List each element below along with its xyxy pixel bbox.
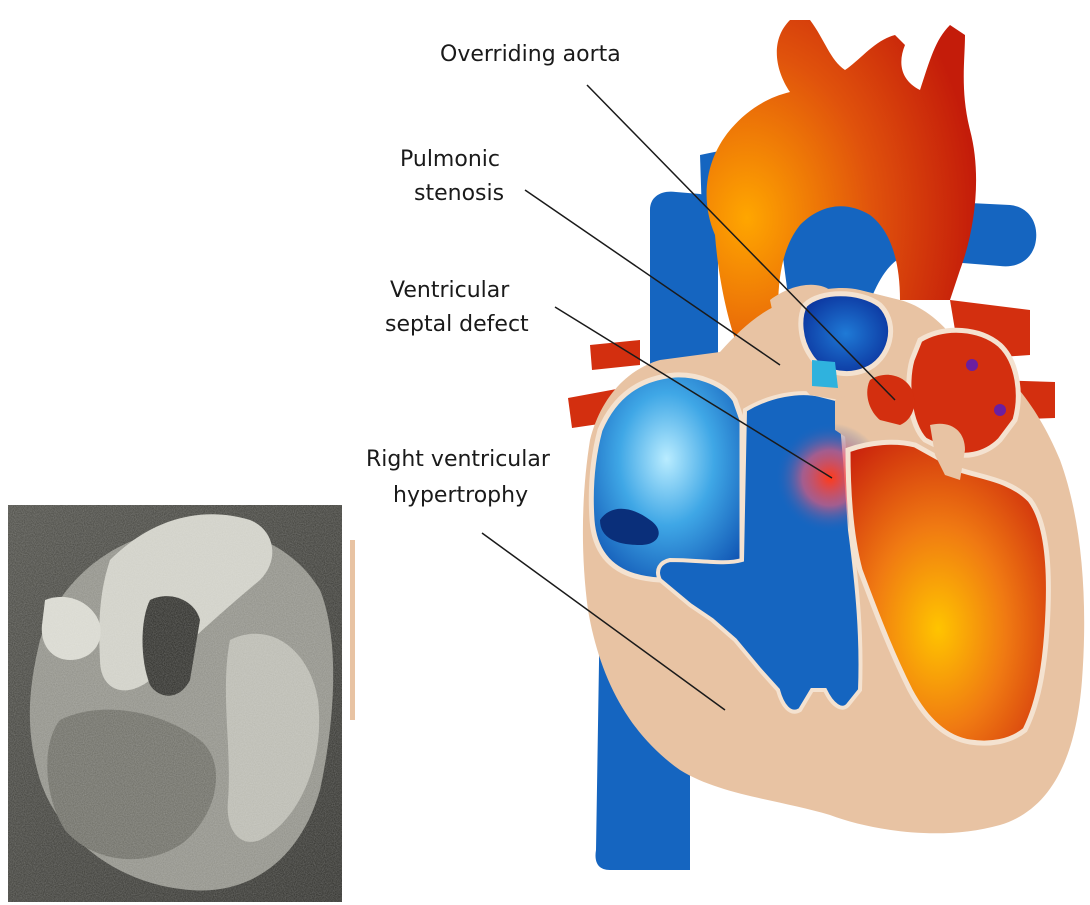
label-pulmonic-stenosis-line1: Pulmonic [400, 147, 500, 172]
label-pulmonic-stenosis-line2: stenosis [414, 181, 504, 206]
label-rvh-line2: hypertrophy [393, 483, 528, 508]
la-vein-dot-2 [994, 404, 1006, 416]
pulmonic-stenosis-narrowing [812, 360, 838, 388]
label-rvh-line1: Right ventricular [366, 447, 551, 472]
specimen-photograph [8, 505, 342, 902]
label-overriding-aorta: Overriding aorta [440, 42, 621, 67]
left-atrium [909, 330, 1018, 455]
label-vsd-line2: septal defect [385, 312, 529, 337]
label-vsd-line1: Ventricular [390, 278, 510, 303]
diagram-edge-strip [350, 540, 355, 720]
right-atrium [591, 375, 742, 585]
heart-diagram [568, 20, 1084, 870]
la-vein-dot-1 [966, 359, 978, 371]
